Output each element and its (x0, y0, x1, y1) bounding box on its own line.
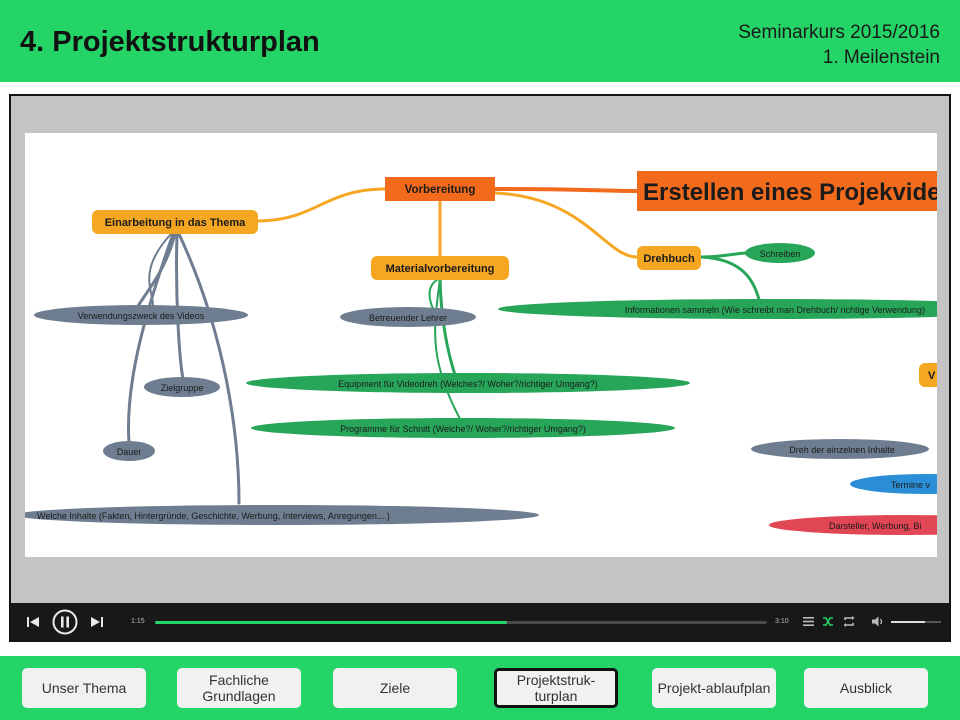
nav-unser-thema[interactable]: Unser Thema (22, 668, 146, 708)
node-betreuender-label: Betreuender Lehrer (369, 313, 447, 323)
nav-projektablaufplan[interactable]: Projekt-ablaufplan (652, 668, 776, 708)
node-einarbeitung (92, 210, 258, 234)
node-materialvorbereitung (371, 256, 509, 280)
skip-forward-icon[interactable] (89, 603, 105, 640)
node-dreh-label: Dreh der einzelnen Inhalte (789, 445, 895, 455)
header-bar: 4. Projektstrukturplan Seminarkurs 2015/… (0, 0, 960, 82)
shuffle-icon[interactable] (821, 603, 835, 640)
node-inhalte (25, 505, 539, 525)
node-v-partial (919, 363, 937, 387)
volume-icon[interactable] (871, 603, 885, 640)
page-title: 4. Projektstrukturplan (20, 26, 320, 58)
node-einarbeitung-label: Einarbeitung in das Thema (105, 217, 246, 229)
nav-projektstrukturplan[interactable]: Projektstruk-turplan (494, 668, 618, 708)
progress-track[interactable] (155, 621, 767, 624)
node-informationen (498, 299, 937, 319)
current-time: 1:15 (131, 618, 145, 625)
node-informationen-label: Informationen sammeln (Wie schreibt man … (625, 305, 925, 315)
node-vorbereitung (385, 177, 495, 201)
node-verwendungszweck (34, 305, 248, 325)
node-materialvorbereitung-label: Materialvorbereitung (386, 263, 495, 275)
duration: 3:10 (775, 618, 789, 625)
node-drehbuch-label: Drehbuch (643, 253, 695, 265)
node-termine-label: Termine v (891, 480, 931, 490)
player-controls: 1:15 3:10 (11, 603, 949, 640)
node-vorbereitung-label: Vorbereitung (405, 184, 476, 196)
node-darsteller-label: Darsteller, Werbung, Bi (829, 521, 921, 531)
volume-slider[interactable] (891, 621, 941, 623)
node-verwendungszweck-label: Verwendungszweck des Videos (78, 311, 205, 321)
main-topic-label: Erstellen eines Projekvide (643, 179, 937, 206)
node-inhalte-label: Welche Inhalte (Fakten, Hintergründe, Ge… (37, 511, 390, 521)
footer-nav: Unser Thema Fachliche Grundlagen Ziele P… (0, 656, 960, 720)
playlist-icon[interactable] (801, 603, 815, 640)
course-label: Seminarkurs 2015/2016 (738, 22, 940, 43)
milestone-label: 1. Meilenstein (822, 47, 940, 68)
nav-ziele[interactable]: Ziele (333, 668, 457, 708)
node-dauer (103, 441, 155, 461)
node-termine (850, 474, 937, 494)
repeat-icon[interactable] (842, 603, 856, 640)
volume-fill (891, 621, 925, 623)
node-equipment (246, 373, 690, 393)
node-programme-label: Programme für Schnitt (Welche?/ Woher?/r… (340, 424, 586, 434)
node-programme (251, 418, 675, 438)
progress-fill (155, 621, 507, 624)
node-v-partial-label: V (928, 370, 936, 382)
node-zielgruppe-label: Zielgruppe (161, 383, 204, 393)
mindmap-diagram: Erstellen eines Projekvide Vorbereitung … (25, 171, 937, 535)
node-zielgruppe (144, 377, 220, 397)
node-schreiben-label: Schreiben (760, 249, 801, 259)
node-dauer-label: Dauer (117, 447, 142, 457)
node-betreuender (340, 307, 476, 327)
video-frame[interactable]: Erstellen eines Projekvide Vorbereitung … (25, 133, 937, 557)
pause-button[interactable] (51, 603, 79, 640)
video-player: Erstellen eines Projekvide Vorbereitung … (9, 94, 951, 642)
skip-back-icon[interactable] (25, 603, 41, 640)
main-topic-box (637, 171, 937, 211)
nav-ausblick[interactable]: Ausblick (804, 668, 928, 708)
header-info: Seminarkurs 2015/2016 1. Meilenstein (738, 20, 940, 70)
node-equipment-label: Equipment für Videodreh (Welches?/ Woher… (338, 379, 598, 389)
node-schreiben (745, 243, 815, 263)
node-dreh (751, 439, 929, 459)
node-darsteller (769, 515, 937, 535)
node-drehbuch (637, 246, 701, 270)
nav-fachliche-grundlagen[interactable]: Fachliche Grundlagen (177, 668, 301, 708)
